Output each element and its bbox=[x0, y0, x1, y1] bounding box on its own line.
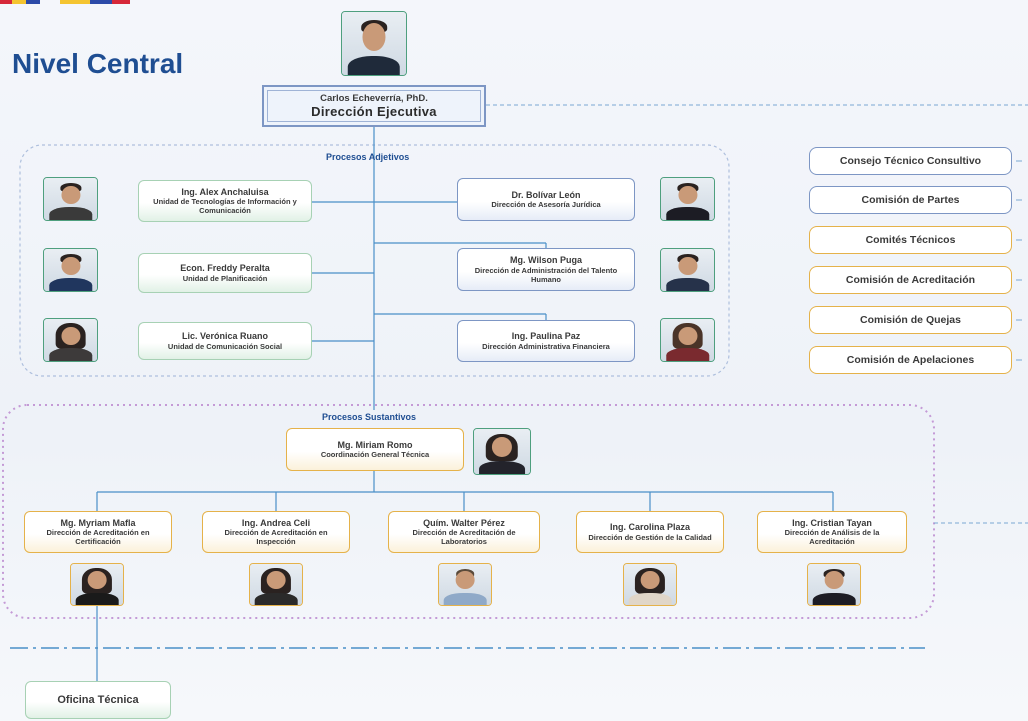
adjetivo-right-1-card[interactable]: Dr. Bolívar León Dirección de Asesoría J… bbox=[457, 178, 635, 221]
direction-1-unit: Dirección de Acreditación en Certificaci… bbox=[46, 528, 150, 547]
adjetivo-right-3-card[interactable]: Ing. Paulina Paz Dirección Administrativ… bbox=[457, 320, 635, 362]
committee-consejo-tecnico[interactable]: Consejo Técnico Consultivo bbox=[809, 147, 1012, 175]
direction-2-card[interactable]: Ing. Andrea Celi Dirección de Acreditaci… bbox=[202, 511, 350, 553]
adjetivo-left-3-photo bbox=[43, 318, 98, 362]
adjetivo-left-2-unit: Unidad de Planificación bbox=[182, 273, 268, 283]
adjetivo-left-2-card[interactable]: Econ. Freddy Peralta Unidad de Planifica… bbox=[138, 253, 312, 293]
direction-3-unit: Dirección de Acreditación de Laboratorio… bbox=[412, 528, 516, 547]
flag-stripe-blue-2 bbox=[90, 0, 112, 4]
coordinator-unit: Coordinación General Técnica bbox=[320, 450, 430, 460]
coordinator-photo bbox=[473, 428, 531, 475]
executive-name: Carlos Echeverría, PhD. bbox=[320, 93, 428, 104]
direction-1-photo bbox=[70, 563, 124, 606]
adjetivo-left-1-photo bbox=[43, 177, 98, 221]
adjetivo-left-3-unit: Unidad de Comunicación Social bbox=[167, 341, 283, 351]
direction-1-name: Mg. Myriam Mafla bbox=[60, 517, 136, 528]
direction-5-photo bbox=[807, 563, 861, 606]
coordinator-name: Mg. Miriam Romo bbox=[337, 439, 413, 450]
oficina-tecnica-box[interactable]: Oficina Técnica bbox=[25, 681, 171, 719]
direction-1-card[interactable]: Mg. Myriam Mafla Dirección de Acreditaci… bbox=[24, 511, 172, 553]
direction-4-card[interactable]: Ing. Carolina Plaza Dirección de Gestión… bbox=[576, 511, 724, 553]
adjetivo-right-1-photo bbox=[660, 177, 715, 221]
committee-comision-acreditacion[interactable]: Comisión de Acreditación bbox=[809, 266, 1012, 294]
direction-5-card[interactable]: Ing. Cristian Tayan Dirección de Análisi… bbox=[757, 511, 907, 553]
adjetivo-left-2-name: Econ. Freddy Peralta bbox=[180, 263, 270, 274]
adjetivo-right-2-photo bbox=[660, 248, 715, 292]
flag-stripe-red-2 bbox=[112, 0, 130, 4]
direction-3-name: Quím. Walter Pérez bbox=[423, 517, 505, 528]
adjetivo-right-2-name: Mg. Wilson Puga bbox=[510, 255, 582, 266]
adjetivo-right-2-card[interactable]: Mg. Wilson Puga Dirección de Administrac… bbox=[457, 248, 635, 291]
direction-5-name: Ing. Cristian Tayan bbox=[792, 517, 872, 528]
direction-2-photo bbox=[249, 563, 303, 606]
flag-stripe-blue bbox=[26, 0, 40, 4]
adjetivo-right-2-unit: Dirección de Administración del Talento … bbox=[474, 265, 618, 284]
direction-5-unit: Dirección de Análisis de la Acreditación bbox=[784, 528, 880, 547]
direction-3-card[interactable]: Quím. Walter Pérez Dirección de Acredita… bbox=[388, 511, 540, 553]
sustantivos-title: Procesos Sustantivos bbox=[322, 412, 417, 422]
adjetivo-left-3-card[interactable]: Lic. Verónica Ruano Unidad de Comunicaci… bbox=[138, 322, 312, 360]
adjetivo-right-3-unit: Dirección Administrativa Financiera bbox=[482, 341, 610, 351]
adjetivo-right-1-name: Dr. Bolívar León bbox=[511, 189, 581, 200]
adjetivo-left-2-photo bbox=[43, 248, 98, 292]
executive-photo bbox=[341, 11, 407, 76]
direction-3-photo bbox=[438, 563, 492, 606]
adjetivo-left-1-card[interactable]: Ing. Alex Anchaluisa Unidad de Tecnologí… bbox=[138, 180, 312, 222]
executive-box[interactable]: Carlos Echeverría, PhD. Dirección Ejecut… bbox=[262, 85, 486, 127]
adjetivo-right-3-photo bbox=[660, 318, 715, 362]
direction-2-unit: Dirección de Acreditación en Inspección bbox=[224, 528, 328, 547]
direction-4-name: Ing. Carolina Plaza bbox=[609, 522, 691, 533]
adjetivo-right-1-unit: Dirección de Asesoría Jurídica bbox=[491, 200, 601, 210]
adjetivos-title: Procesos Adjetivos bbox=[326, 152, 410, 162]
flag-stripe-yellow-2 bbox=[60, 0, 90, 4]
executive-title: Dirección Ejecutiva bbox=[311, 104, 437, 119]
adjetivo-left-3-name: Lic. Verónica Ruano bbox=[181, 331, 269, 342]
coordinator-card[interactable]: Mg. Miriam Romo Coordinación General Téc… bbox=[286, 428, 464, 471]
committee-comites-tecnicos[interactable]: Comités Técnicos bbox=[809, 226, 1012, 254]
direction-4-photo bbox=[623, 563, 677, 606]
direction-4-unit: Dirección de Gestión de la Calidad bbox=[588, 532, 712, 542]
adjetivo-left-1-name: Ing. Alex Anchaluisa bbox=[181, 186, 269, 197]
flag-stripe-yellow bbox=[12, 0, 26, 4]
committee-comision-quejas[interactable]: Comisión de Quejas bbox=[809, 306, 1012, 334]
flag-stripe-red bbox=[0, 0, 12, 4]
committee-comision-apelaciones[interactable]: Comisión de Apelaciones bbox=[809, 346, 1012, 374]
committee-comision-partes[interactable]: Comisión de Partes bbox=[809, 186, 1012, 214]
adjetivo-right-3-name: Ing. Paulina Paz bbox=[511, 331, 581, 342]
adjetivo-left-1-unit: Unidad de Tecnologías de Información y C… bbox=[153, 197, 297, 216]
page-title: Nivel Central bbox=[12, 48, 184, 79]
sustantivos-frame bbox=[2, 404, 935, 619]
direction-2-name: Ing. Andrea Celi bbox=[241, 517, 311, 528]
